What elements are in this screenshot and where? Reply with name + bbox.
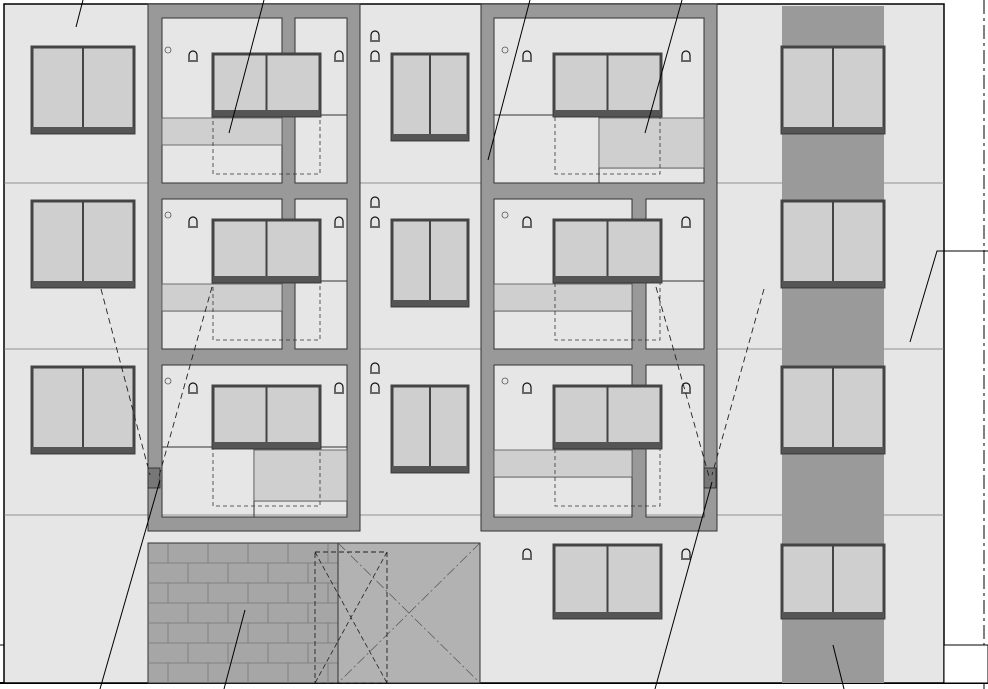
vent-icons (164, 46, 509, 385)
window (211, 218, 322, 284)
window-sill (782, 281, 884, 287)
brick-panel (147, 542, 339, 684)
vent-icon (501, 211, 509, 219)
wall-lamp-icon (522, 382, 532, 392)
wall-lamp-icon (522, 50, 532, 60)
wall-lamp-icon (370, 30, 380, 40)
window-sill (554, 276, 661, 282)
bracket-icon (147, 467, 161, 489)
window (552, 218, 663, 284)
wall-lamp-icon (334, 50, 344, 60)
wall-lamp-icon (188, 216, 198, 226)
window-sill (782, 447, 884, 453)
wall-lamp-icon (188, 50, 198, 60)
wall-lamp-icon (334, 382, 344, 392)
wall-lamp-icon (370, 216, 380, 226)
wall-lamp-icon (334, 216, 344, 226)
vent-icon (164, 377, 172, 385)
vent-icon (164, 46, 172, 54)
window-sill (32, 127, 134, 133)
window (780, 365, 886, 455)
window (552, 543, 663, 620)
window (552, 384, 663, 450)
wall-lamp-icon (681, 548, 691, 558)
window (211, 52, 322, 118)
window (390, 52, 470, 142)
wall-lamp-icon (681, 382, 691, 392)
frame-module-left (147, 3, 361, 532)
dashed-sightlines (100, 286, 765, 481)
vent-icon (501, 46, 509, 54)
vent-icon (164, 211, 172, 219)
window (552, 52, 663, 118)
window-sill (32, 281, 134, 287)
windows-group (30, 45, 886, 620)
window-sill (782, 612, 884, 618)
window (211, 384, 322, 450)
wall-lamp-icon (188, 382, 198, 392)
window-sill (554, 442, 661, 448)
wall-lamp-icon (370, 382, 380, 392)
neighbor-ground-block (943, 644, 988, 684)
window (390, 218, 470, 308)
window-sill (392, 300, 468, 306)
wall-lamp-icon (681, 216, 691, 226)
brick-base (147, 542, 339, 684)
wall-lamp-icon (681, 50, 691, 60)
window (30, 45, 136, 135)
wall-lamp-icon (370, 196, 380, 206)
annotation-leaders (75, 0, 988, 689)
window-sill (392, 466, 468, 472)
window-sill (782, 127, 884, 133)
wall-lamps-group (188, 30, 691, 560)
window-sill (32, 447, 134, 453)
wall-lamp-icon (370, 50, 380, 60)
window (780, 543, 886, 620)
window-sill (213, 276, 320, 282)
window-sill (554, 110, 661, 116)
vent-icon (501, 377, 509, 385)
wall-lamp-icon (522, 548, 532, 558)
window (30, 199, 136, 289)
bracket-icon (703, 467, 717, 489)
balcony-railings (161, 117, 705, 502)
window (780, 199, 886, 289)
window-sill (392, 134, 468, 140)
window-sill (213, 442, 320, 448)
frame-module-right (480, 3, 718, 532)
pivot-door-icon (314, 542, 481, 684)
window-sill (213, 110, 320, 116)
window (390, 384, 470, 474)
window (780, 45, 886, 135)
window-sill (554, 612, 661, 618)
wall-lamp-icon (522, 216, 532, 226)
wall-lamp-icon (370, 362, 380, 372)
window (30, 365, 136, 455)
